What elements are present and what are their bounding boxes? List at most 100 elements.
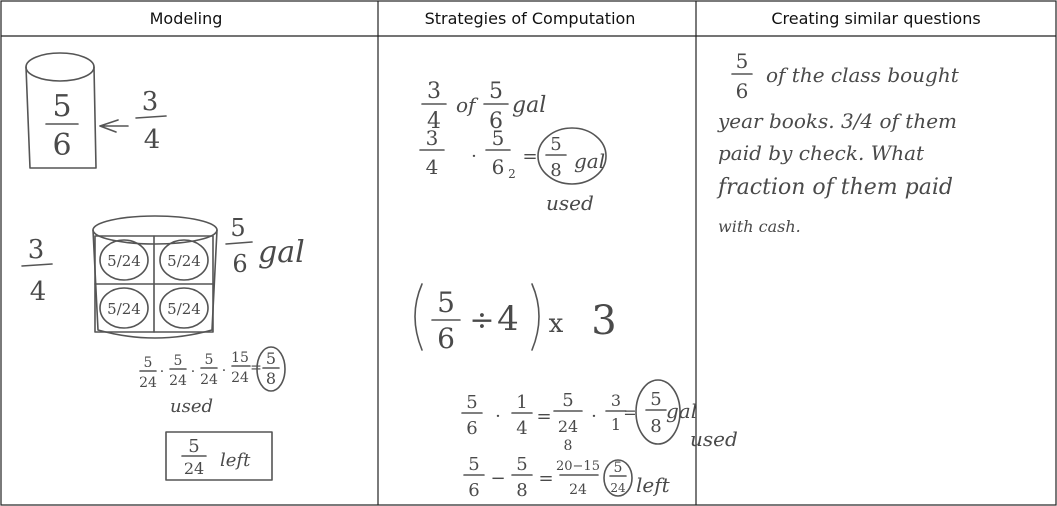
svg-text:24: 24: [169, 373, 187, 389]
svg-text:x: x: [549, 309, 564, 339]
svg-text:5: 5: [562, 390, 573, 411]
svg-text:24: 24: [184, 459, 204, 478]
svg-text:4: 4: [516, 418, 527, 439]
svg-text:4: 4: [497, 299, 519, 339]
svg-text:5: 5: [516, 454, 527, 475]
svg-text:5: 5: [492, 126, 505, 150]
sum-line: 5 24 · 5 24 · 5 24 · 15 24 = 5 8 used: [139, 346, 286, 417]
big-cup-unit: gal: [258, 235, 305, 270]
svg-text:8: 8: [650, 416, 661, 437]
svg-text:8: 8: [516, 480, 527, 501]
svg-text:−: −: [490, 468, 505, 489]
svg-text:24: 24: [558, 417, 578, 436]
svg-text:5: 5: [266, 349, 276, 368]
svg-text:·: ·: [160, 364, 164, 380]
small-cup-model: 5 6 3 4: [25, 52, 167, 169]
svg-text:=: =: [536, 406, 551, 427]
line4-note: used: [690, 427, 738, 451]
header-similar-questions: Creating similar questions: [771, 9, 980, 28]
computation-line-1: 3 4 of 5 6 gal: [421, 79, 546, 134]
svg-text:·: ·: [471, 146, 477, 167]
svg-text:=: =: [250, 360, 262, 376]
svg-text:1: 1: [611, 415, 621, 434]
svg-text:8: 8: [266, 369, 276, 388]
quarter-label-2: 5/24: [167, 252, 201, 270]
svg-text:5: 5: [205, 352, 214, 368]
computation-line-2: 3 4 · 5 6 2 = 5 8 gal used: [419, 126, 607, 215]
svg-text:=: =: [623, 403, 636, 422]
svg-text:15: 15: [231, 350, 249, 366]
small-cup-take-numerator: 3: [142, 87, 159, 117]
svg-text:·: ·: [191, 364, 195, 380]
line4-unit: gal: [666, 399, 697, 423]
line1-unit: gal: [512, 93, 546, 118]
computation-line-5: 5 6 − 5 8 = 20−15 24 5 24 left: [463, 454, 671, 501]
question-lead-den: 6: [736, 79, 749, 103]
question-line-1: of the class bought: [766, 63, 960, 87]
svg-text:6: 6: [492, 155, 505, 179]
svg-text:5: 5: [614, 460, 623, 476]
line2-unit: gal: [574, 149, 605, 173]
question-lead-num: 5: [736, 49, 749, 73]
big-cup-cap-num: 5: [230, 214, 245, 242]
svg-text:5: 5: [174, 353, 183, 369]
svg-text:6: 6: [466, 418, 477, 439]
question-line-2: year books. 3/4 of them: [717, 109, 957, 133]
svg-text:·: ·: [222, 363, 226, 379]
svg-text:6: 6: [437, 322, 455, 355]
line5-label: left: [636, 473, 671, 497]
small-cup-denominator: 6: [52, 128, 71, 163]
svg-text:·: ·: [591, 406, 597, 427]
svg-text:6: 6: [468, 480, 479, 501]
small-cup-numerator: 5: [52, 89, 71, 124]
svg-text:5: 5: [489, 79, 503, 104]
svg-text:=: =: [522, 146, 537, 167]
line1-of: of: [456, 93, 479, 117]
svg-text:1: 1: [516, 392, 527, 413]
big-cup-model: 3 4 5/24 5/24 5/24 5/24 5 6 gal: [21, 214, 305, 339]
svg-text:5: 5: [188, 436, 199, 457]
svg-text:24: 24: [139, 375, 157, 391]
line2-note: used: [546, 191, 594, 215]
arrow-icon: [99, 119, 129, 133]
svg-text:24: 24: [569, 482, 587, 498]
svg-text:6: 6: [489, 109, 503, 134]
svg-text:÷: ÷: [469, 303, 494, 338]
svg-text:3: 3: [611, 391, 621, 410]
header-strategies: Strategies of Computation: [425, 9, 636, 28]
svg-text:24: 24: [231, 370, 249, 386]
sum-note: used: [170, 396, 213, 417]
svg-text:24: 24: [200, 372, 218, 388]
left-box-label: left: [220, 450, 251, 471]
left-box: 5 24 left: [165, 431, 273, 481]
svg-text:5: 5: [437, 286, 455, 319]
svg-text:5: 5: [468, 454, 479, 475]
svg-text:5: 5: [466, 392, 477, 413]
big-cup-cap-den: 6: [232, 250, 247, 278]
header-modeling: Modeling: [150, 9, 223, 28]
svg-text:3: 3: [591, 298, 616, 344]
computation-line-3: 5 6 ÷ 4 x 3: [414, 283, 617, 355]
svg-text:3: 3: [427, 79, 441, 104]
small-cup-take-denominator: 4: [144, 125, 161, 155]
quarter-label-3: 5/24: [107, 300, 141, 318]
svg-text:8: 8: [550, 160, 561, 181]
svg-text:·: ·: [495, 406, 501, 427]
quarter-label-1: 5/24: [107, 252, 141, 270]
question-line-5: with cash.: [718, 217, 801, 236]
svg-text:5: 5: [650, 389, 661, 410]
svg-text:=: =: [538, 468, 553, 489]
svg-text:5: 5: [144, 355, 153, 371]
question-line-3: paid by check. What: [718, 141, 925, 165]
quarter-label-4: 5/24: [167, 300, 201, 318]
big-cup-multiplier-den: 4: [30, 277, 47, 307]
svg-text:24: 24: [610, 481, 626, 495]
svg-text:5: 5: [550, 134, 561, 155]
svg-text:3: 3: [426, 126, 439, 150]
svg-text:20−15: 20−15: [556, 459, 600, 474]
line4-den-mark: 8: [564, 438, 573, 454]
similar-question: 5 6 of the class bought year books. 3/4 …: [716, 49, 960, 236]
question-line-4: fraction of them paid: [716, 175, 953, 200]
svg-text:4: 4: [427, 109, 441, 134]
